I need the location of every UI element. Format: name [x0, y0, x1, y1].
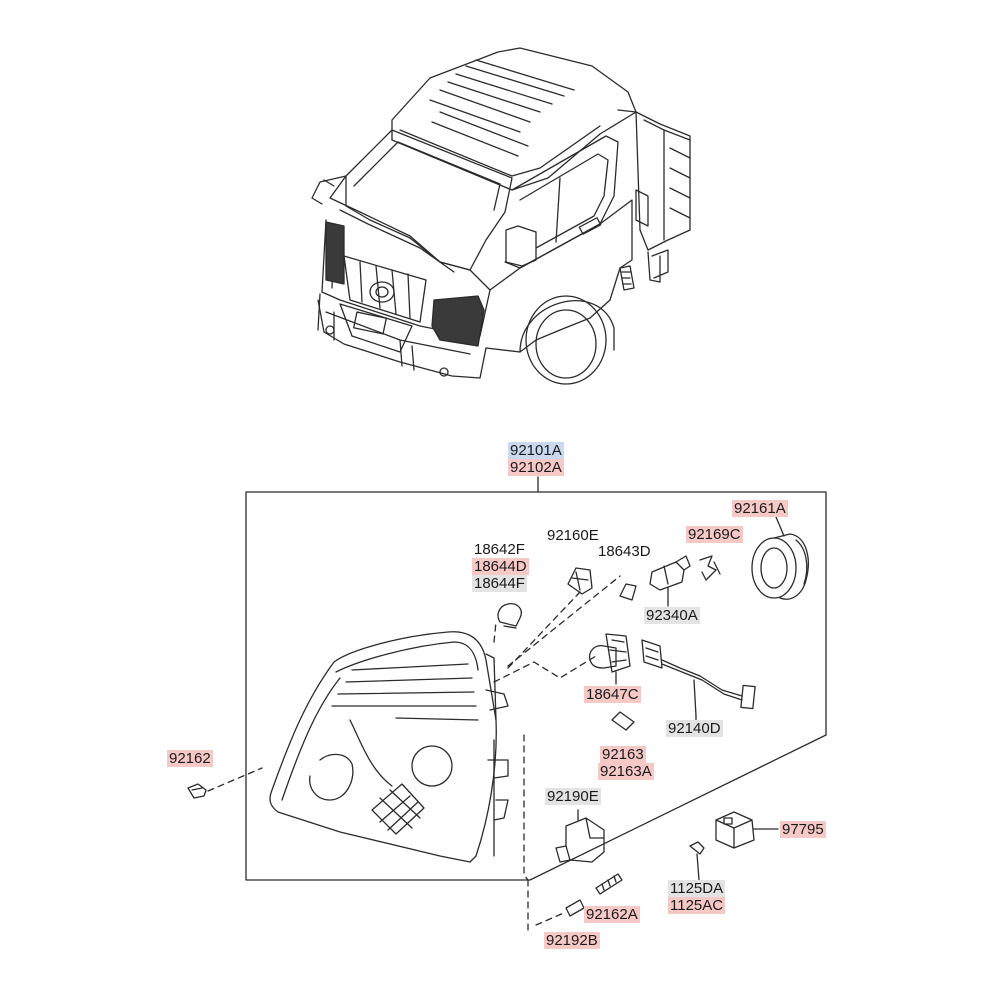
truck-illustration — [311, 47, 691, 385]
part-label-92169C[interactable]: 92169C — [686, 526, 743, 543]
headlamp-assembly — [269, 631, 509, 863]
assembly-code-secondary[interactable]: 92102A — [508, 459, 564, 476]
fastener-screw[interactable] — [689, 841, 705, 881]
adjuster-bolt[interactable] — [595, 873, 623, 895]
part-label-18642F[interactable]: 18642F — [474, 541, 525, 558]
part-label-92162A[interactable]: 92162A — [584, 906, 640, 923]
headlamp-bulb[interactable] — [588, 633, 631, 685]
leader-lines — [667, 601, 697, 721]
retaining-clip[interactable] — [699, 555, 721, 581]
assembly-frame — [245, 476, 827, 881]
part-label-18647C[interactable]: 18647C — [584, 686, 641, 703]
wiring-harness[interactable] — [641, 639, 756, 717]
part-label-92190E[interactable]: 92190E — [545, 788, 601, 805]
part-label-92340A[interactable]: 92340A — [644, 607, 700, 624]
adjuster-pin[interactable] — [565, 899, 585, 917]
part-label-1125AC[interactable]: 1125AC — [668, 897, 726, 914]
headlamp-cap[interactable] — [751, 516, 809, 600]
bulb-socket[interactable] — [567, 567, 593, 595]
headlamp-relay[interactable] — [715, 811, 779, 849]
part-label-18643D[interactable]: 18643D — [598, 543, 651, 560]
part-label-92163A[interactable]: 92163A — [598, 763, 654, 780]
part-label-92163[interactable]: 92163 — [600, 746, 646, 763]
part-label-92161A[interactable]: 92161A — [732, 500, 788, 517]
part-label-18644F[interactable]: 18644F — [472, 575, 527, 592]
position-lamp-bulb[interactable] — [611, 711, 635, 731]
small-bulb[interactable] — [619, 583, 637, 601]
part-label-92160E[interactable]: 92160E — [547, 527, 599, 544]
part-label-18644D[interactable]: 18644D — [472, 558, 529, 575]
assembly-code-primary[interactable]: 92101A — [508, 442, 564, 459]
part-label-92162[interactable]: 92162 — [167, 750, 213, 767]
side-bulb[interactable] — [497, 603, 522, 629]
leveling-actuator[interactable] — [555, 809, 605, 863]
part-label-97795[interactable]: 97795 — [780, 821, 826, 838]
part-label-1125DA[interactable]: 1125DA — [668, 880, 726, 897]
guide-lines — [207, 575, 621, 931]
mounting-screw[interactable] — [187, 783, 207, 799]
socket-connector[interactable] — [649, 555, 691, 603]
part-label-92192B[interactable]: 92192B — [544, 932, 600, 949]
part-label-92140D[interactable]: 92140D — [666, 720, 723, 737]
